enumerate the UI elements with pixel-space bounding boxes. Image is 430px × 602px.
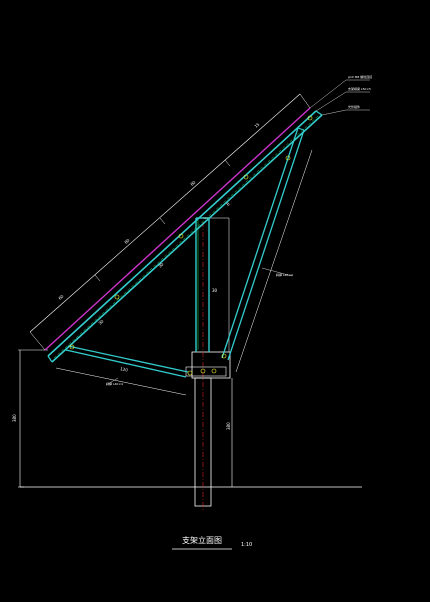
bolt-icon bbox=[69, 344, 75, 350]
pier bbox=[185, 222, 231, 510]
dim-diag-brace: 120 bbox=[120, 366, 129, 373]
inclined-beam bbox=[44, 107, 323, 363]
bolt-icon bbox=[307, 115, 313, 121]
beam-bolts bbox=[69, 115, 313, 376]
top-dimension-line: 60 80 80 15 bbox=[29, 93, 311, 351]
drawing-scale: 1:10 bbox=[241, 542, 252, 548]
bolt-icon bbox=[114, 294, 120, 300]
pier-dim-text: 380 bbox=[226, 422, 231, 430]
dim-small: 8 bbox=[225, 201, 231, 207]
bolt-icon bbox=[187, 370, 193, 376]
bolt-icon bbox=[178, 233, 184, 239]
drawing-title: 支架立面图 bbox=[182, 535, 222, 545]
top-callouts: φ10 M8 螺栓连接 支架横梁 L50×5 光伏组件 bbox=[309, 74, 372, 116]
height-dim-text: 380 bbox=[12, 414, 17, 422]
lower-brace-dimension: 120 斜撑 L40×4 bbox=[55, 366, 187, 396]
bolt-icon bbox=[221, 353, 227, 359]
vertical-column: 30 bbox=[195, 217, 230, 352]
braces bbox=[65, 127, 305, 378]
bolt-icon bbox=[285, 155, 291, 161]
inner-dimensions: 30 30 8 bbox=[97, 201, 231, 326]
callout-t2: 支架横梁 L50×5 bbox=[348, 86, 371, 91]
dim-seg-4: 30 bbox=[157, 261, 164, 268]
bolt-icon bbox=[200, 368, 206, 374]
pier-dimension: 380 bbox=[226, 378, 233, 487]
dim-seg-3: 30 bbox=[97, 318, 104, 325]
right-brace-label: 斜撑 L40×4 bbox=[276, 272, 293, 277]
post-dim-text: 30 bbox=[212, 288, 218, 293]
dim-seg-2: 80 bbox=[123, 237, 130, 244]
callout-t1: φ10 M8 螺栓连接 bbox=[348, 74, 372, 79]
bolt-icon bbox=[243, 174, 249, 180]
right-brace-annotation: 斜撑 L40×4 bbox=[235, 149, 313, 373]
pv-panel-line bbox=[44, 107, 311, 351]
height-dimension: 380 bbox=[12, 349, 48, 488]
lower-brace-label: 斜撑 L40×4 bbox=[106, 381, 123, 386]
dim-seg-1: 15 bbox=[253, 121, 260, 128]
dim-top-left: 60 bbox=[57, 293, 64, 300]
callout-t3: 光伏组件 bbox=[348, 104, 360, 109]
dim-seg-5: 80 bbox=[189, 179, 196, 186]
drawing-caption: 支架立面图 1:10 bbox=[172, 535, 252, 550]
bolt-icon bbox=[211, 368, 217, 374]
